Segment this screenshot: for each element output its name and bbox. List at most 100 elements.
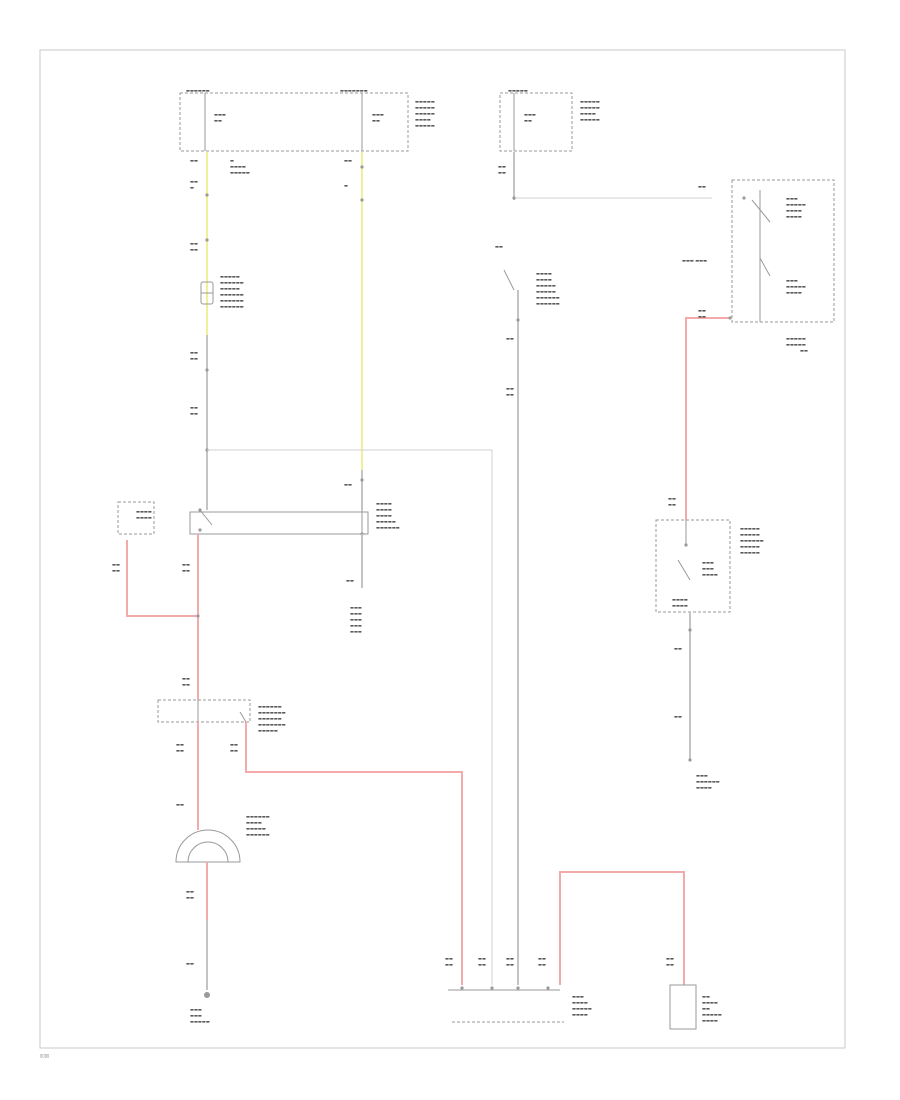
svg-text:▬▬▬▬▬▬: ▬▬▬▬▬▬ (246, 814, 270, 819)
svg-text:▬▬: ▬▬ (506, 392, 514, 397)
svg-text:▬▬▬▬▬: ▬▬▬▬▬ (415, 123, 435, 128)
wire-ground-left: ▬▬ ▬▬ ▬▬ ▬▬▬ ▬▬▬ ▬▬▬▬▬ (186, 862, 210, 1024)
svg-text:▬▬▬▬▬▬: ▬▬▬▬▬▬ (258, 716, 282, 721)
svg-text:▬▬▬▬: ▬▬▬▬ (536, 271, 552, 276)
svg-text:▬▬▬▬▬: ▬▬▬▬▬ (415, 99, 435, 104)
svg-text:▬▬▬▬▬: ▬▬▬▬▬ (230, 170, 250, 175)
svg-text:▬▬▬: ▬▬▬ (572, 994, 584, 999)
svg-text:▬▬: ▬▬ (176, 802, 184, 807)
svg-text:▬▬▬▬▬: ▬▬▬▬▬ (220, 274, 240, 279)
fuse-link-symbol: ▬▬▬▬▬ ▬▬▬▬▬▬ ▬▬▬▬▬ ▬▬▬▬▬▬ ▬▬▬▬▬▬ ▬▬▬▬▬▬ (200, 274, 244, 309)
svg-text:▬▬▬▬▬: ▬▬▬▬▬ (740, 550, 760, 555)
svg-text:▬▬: ▬▬ (666, 962, 674, 967)
svg-text:▬▬▬▬▬: ▬▬▬▬▬ (786, 336, 806, 341)
wire-red-right: ▬▬ ▬▬ ▬▬ ▬▬ (668, 308, 732, 520)
svg-text:▬▬▬: ▬▬▬ (702, 566, 714, 571)
svg-text:▬▬▬▬▬▬▬: ▬▬▬▬▬▬▬ (258, 722, 286, 727)
svg-text:▬▬: ▬▬ (344, 482, 352, 487)
svg-text:▬▬▬▬▬▬: ▬▬▬▬▬▬ (536, 301, 560, 306)
svg-text:▬▬▬: ▬▬▬ (214, 112, 226, 117)
svg-text:▬▬: ▬▬ (506, 386, 514, 391)
svg-text:▬▬▬▬: ▬▬▬▬ (415, 117, 431, 122)
svg-text:▬▬▬▬▬: ▬▬▬▬▬ (580, 99, 600, 104)
svg-text:▬▬: ▬▬ (344, 158, 352, 163)
svg-text:▬▬: ▬▬ (230, 742, 238, 747)
svg-text:▬▬: ▬▬ (674, 646, 682, 651)
svg-text:▬▬: ▬▬ (478, 962, 486, 967)
switch-relay-left: ▬▬▬▬ ▬▬▬▬ ▬▬▬▬ ▬▬▬▬ ▬▬▬▬ ▬▬▬▬▬ ▬▬▬▬▬▬ (117, 501, 400, 550)
svg-text:▬▬▬▬: ▬▬▬▬ (246, 820, 262, 825)
svg-text:▬▬▬▬▬: ▬▬▬▬▬ (702, 1012, 722, 1017)
svg-text:▬▬▬▬▬: ▬▬▬▬▬ (580, 105, 600, 110)
svg-text:▬▬▬▬: ▬▬▬▬ (580, 111, 596, 116)
svg-text:▬▬▬▬: ▬▬▬▬ (702, 572, 718, 577)
svg-text:▬▬: ▬▬ (112, 562, 120, 567)
svg-text:▬▬▬▬▬: ▬▬▬▬▬ (415, 111, 435, 116)
svg-text:▬▬▬▬▬▬: ▬▬▬▬▬▬ (220, 292, 244, 297)
svg-text:▬▬▬▬▬: ▬▬▬▬▬ (740, 544, 760, 549)
svg-text:▬▬▬▬▬: ▬▬▬▬▬ (786, 202, 806, 207)
svg-text:▬▬: ▬▬ (702, 1006, 710, 1011)
svg-text:▬: ▬ (344, 183, 348, 188)
svg-text:▬▬: ▬▬ (190, 411, 198, 416)
wire-red-center (245, 722, 463, 985)
svg-text:▬▬▬▬: ▬▬▬▬ (786, 208, 802, 213)
svg-text:▬▬▬: ▬▬▬ (786, 278, 798, 283)
svg-text:▬▬: ▬▬ (800, 348, 808, 353)
svg-text:▬▬: ▬▬ (186, 889, 194, 894)
svg-text:▬▬▬▬: ▬▬▬▬ (672, 597, 688, 602)
svg-text:▬: ▬ (230, 158, 234, 163)
svg-text:▬▬: ▬▬ (666, 956, 674, 961)
svg-text:▬▬: ▬▬ (190, 241, 198, 246)
svg-text:▬▬: ▬▬ (498, 164, 506, 169)
svg-text:▬▬: ▬▬ (190, 158, 198, 163)
svg-text:▬▬▬: ▬▬▬ (350, 629, 362, 634)
svg-text:▬▬▬▬▬: ▬▬▬▬▬ (376, 519, 396, 524)
svg-text:▬▬▬▬▬▬: ▬▬▬▬▬▬ (220, 304, 244, 309)
svg-text:▬▬▬▬▬▬: ▬▬▬▬▬▬ (696, 779, 720, 784)
svg-text:▬▬: ▬▬ (112, 568, 120, 573)
svg-text:▬▬▬: ▬▬▬ (350, 623, 362, 628)
svg-text:▬▬▬▬: ▬▬▬▬ (702, 1018, 718, 1023)
svg-text:▬▬: ▬▬ (182, 562, 190, 567)
svg-text:▬▬▬: ▬▬▬ (786, 196, 798, 201)
fuse-block-left: ▬▬▬▬▬▬ ▬▬▬▬▬▬▬ ▬▬▬ ▬▬ ▬▬▬ ▬▬ ▬▬▬▬▬ ▬▬▬▬▬… (179, 88, 435, 152)
svg-text:▬▬▬▬▬: ▬▬▬▬▬ (246, 826, 266, 831)
svg-text:▬▬: ▬▬ (495, 244, 503, 249)
svg-text:▬▬: ▬▬ (190, 179, 198, 184)
svg-text:▬▬▬▬▬▬: ▬▬▬▬▬▬ (220, 280, 244, 285)
svg-text:▬▬: ▬▬ (190, 247, 198, 252)
svg-text:▬▬▬ ▬▬▬: ▬▬▬ ▬▬▬ (682, 258, 707, 263)
svg-text:▬▬: ▬▬ (674, 714, 682, 719)
wire-fuse-feed-right: ▬▬ ▬ ▬▬ (344, 152, 364, 510)
svg-text:▬▬: ▬▬ (190, 405, 198, 410)
svg-text:▬: ▬ (190, 185, 194, 190)
svg-text:▬▬▬▬: ▬▬▬▬ (672, 603, 688, 608)
svg-text:▬▬▬▬: ▬▬▬▬ (230, 164, 246, 169)
svg-text:▬▬▬▬▬▬: ▬▬▬▬▬▬ (536, 295, 560, 300)
svg-text:▬▬: ▬▬ (230, 748, 238, 753)
svg-text:▬▬▬: ▬▬▬ (190, 1013, 202, 1018)
svg-text:▬▬▬▬▬: ▬▬▬▬▬ (508, 88, 528, 93)
svg-text:▬▬: ▬▬ (445, 956, 453, 961)
svg-text:▬▬: ▬▬ (506, 962, 514, 967)
svg-text:▬▬▬▬: ▬▬▬▬ (572, 1000, 588, 1005)
svg-text:▬▬▬▬▬: ▬▬▬▬▬ (572, 1006, 592, 1011)
svg-text:▬▬▬▬: ▬▬▬▬ (696, 785, 712, 790)
svg-text:▬▬▬: ▬▬▬ (524, 112, 536, 117)
svg-text:▬▬▬▬: ▬▬▬▬ (136, 515, 152, 520)
svg-text:▬▬▬▬▬: ▬▬▬▬▬ (786, 284, 806, 289)
svg-text:▬▬: ▬▬ (702, 994, 710, 999)
svg-text:▬▬: ▬▬ (176, 742, 184, 747)
svg-text:▬▬▬▬▬▬: ▬▬▬▬▬▬ (258, 704, 282, 709)
wire-red-loop-left: ▬▬ ▬▬ ▬▬ ▬▬ ▬▬ ▬▬ (112, 534, 200, 700)
svg-text:▬▬▬▬: ▬▬▬▬ (702, 1000, 718, 1005)
svg-text:▬▬▬▬▬: ▬▬▬▬▬ (580, 117, 600, 122)
svg-text:▬▬: ▬▬ (182, 682, 190, 687)
svg-text:▬▬▬▬▬▬: ▬▬▬▬▬▬ (246, 832, 270, 837)
switch-pressure-right: ▬▬▬ ▬▬▬ ▬▬▬▬ ▬▬▬▬▬ ▬▬▬▬▬ ▬▬▬▬▬▬ ▬▬▬▬▬ ▬▬… (655, 519, 764, 613)
svg-text:▬▬▬▬▬: ▬▬▬▬▬ (190, 1019, 210, 1024)
svg-text:▬▬▬▬: ▬▬▬▬ (376, 501, 392, 506)
svg-text:▬▬▬: ▬▬▬ (190, 1007, 202, 1012)
